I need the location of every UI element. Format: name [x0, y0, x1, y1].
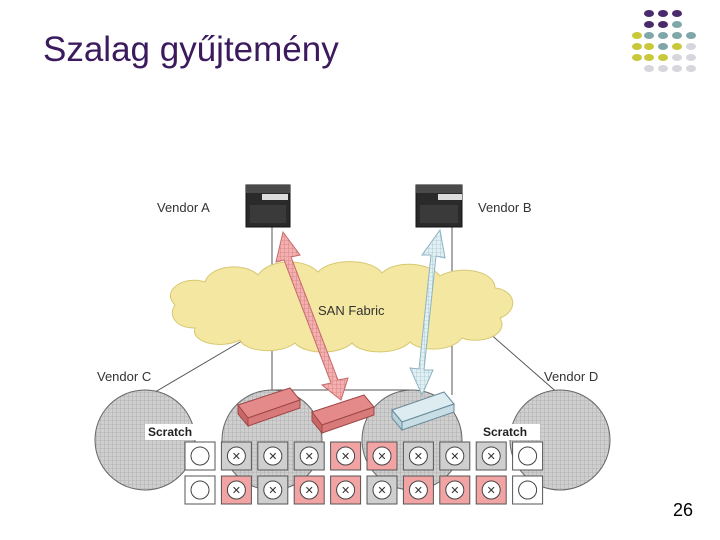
tape-cartridge: ✕: [330, 475, 362, 505]
dot: [632, 54, 642, 61]
svg-text:✕: ✕: [414, 485, 423, 497]
dot: [686, 32, 696, 39]
svg-text:✕: ✕: [487, 451, 496, 463]
tape-cartridge: ✕: [220, 441, 252, 471]
svg-text:✕: ✕: [305, 451, 314, 463]
vendor-b-label: Vendor B: [478, 200, 532, 215]
tape-cartridge: [184, 441, 216, 471]
tape-cartridge-grid: ✕ ✕ ✕ ✕ ✕ ✕ ✕ ✕ ✕ ✕ ✕ ✕ ✕ ✕ ✕ ✕: [184, 441, 544, 505]
vendor-c-label: Vendor C: [97, 369, 151, 384]
tape-cartridge: ✕: [220, 475, 252, 505]
dot: [672, 54, 682, 61]
svg-text:✕: ✕: [305, 485, 314, 497]
dot: [644, 54, 654, 61]
svg-text:✕: ✕: [487, 485, 496, 497]
dot: [686, 65, 696, 72]
tape-cartridge: ✕: [402, 441, 434, 471]
vendor-a-label: Vendor A: [157, 200, 210, 215]
dot: [672, 43, 682, 50]
scratch-label-left: Scratch: [148, 425, 192, 439]
san-fabric-label: SAN Fabric: [318, 303, 385, 318]
tape-cartridge: ✕: [475, 475, 507, 505]
tape-cartridge: ✕: [293, 475, 325, 505]
svg-text:✕: ✕: [377, 451, 386, 463]
dot: [658, 43, 668, 50]
svg-text:✕: ✕: [232, 451, 241, 463]
svg-text:✕: ✕: [450, 451, 459, 463]
dot: [672, 65, 682, 72]
svg-text:✕: ✕: [341, 485, 350, 497]
tape-cartridge: ✕: [257, 475, 289, 505]
tape-cartridge: ✕: [439, 475, 471, 505]
tape-cartridge: ✕: [366, 441, 398, 471]
dot: [644, 21, 654, 28]
dot: [672, 21, 682, 28]
svg-text:✕: ✕: [232, 485, 241, 497]
svg-text:✕: ✕: [268, 485, 277, 497]
server-vendor-b: [415, 184, 463, 228]
dot: [644, 10, 654, 17]
arrow-vendor-b-blue: [409, 228, 446, 397]
scratch-bar-left: [145, 424, 205, 440]
tape-cartridge: [512, 475, 544, 505]
vendor-d-label: Vendor D: [544, 369, 598, 384]
tape-cartridge: ✕: [330, 441, 362, 471]
tape-cartridge: ✕: [293, 441, 325, 471]
page-number: 26: [673, 500, 694, 520]
tape-drive-pink-1: [237, 387, 301, 428]
dot: [658, 32, 668, 39]
tape-cartridge: [184, 475, 216, 505]
arrow-vendor-a-pink: [275, 230, 349, 401]
dot: [672, 32, 682, 39]
dot: [644, 32, 654, 39]
svg-text:✕: ✕: [268, 451, 277, 463]
tape-drive-blue: [391, 391, 455, 432]
dot: [632, 32, 642, 39]
slide-title: Szalag gyűjtemény: [43, 30, 339, 69]
svg-text:✕: ✕: [377, 485, 386, 497]
dot: [632, 43, 642, 50]
svg-text:✕: ✕: [341, 451, 350, 463]
dot: [672, 10, 682, 17]
scratch-bar-right: [480, 424, 540, 440]
dot: [658, 65, 668, 72]
tape-drive-pink-2: [311, 394, 375, 435]
dot: [658, 10, 668, 17]
tape-cartridge: ✕: [475, 441, 507, 471]
svg-text:✕: ✕: [414, 451, 423, 463]
svg-text:✕: ✕: [450, 485, 459, 497]
dot: [686, 54, 696, 61]
dot: [658, 21, 668, 28]
tape-cartridge: ✕: [402, 475, 434, 505]
tape-cartridge: ✕: [439, 441, 471, 471]
dot: [644, 65, 654, 72]
server-vendor-a: [245, 184, 291, 228]
tape-cartridge: [512, 441, 544, 471]
tape-cartridge: ✕: [366, 475, 398, 505]
scratch-label-right: Scratch: [483, 425, 527, 439]
dot: [658, 54, 668, 61]
dot: [644, 43, 654, 50]
tape-cartridge: ✕: [257, 441, 289, 471]
dot: [686, 43, 696, 50]
